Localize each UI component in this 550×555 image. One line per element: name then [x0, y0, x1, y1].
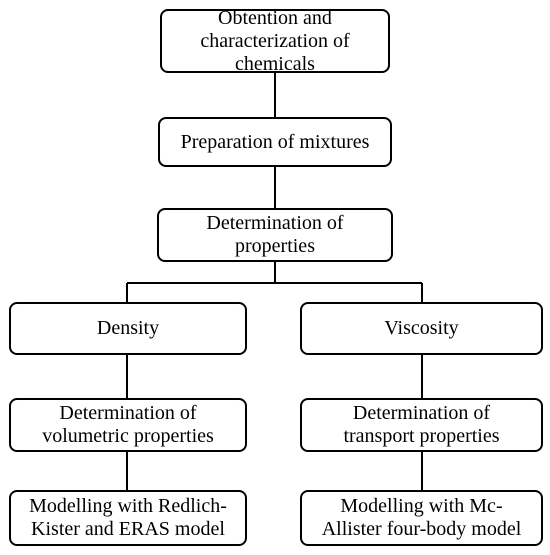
- node-preparation-label: Preparation of mixtures: [180, 130, 370, 153]
- node-mcallister-label: Modelling with Mc- Allister four-body mo…: [321, 495, 522, 540]
- node-viscosity-label: Viscosity: [384, 317, 459, 339]
- node-preparation-of-mixtures: Preparation of mixtures: [158, 117, 392, 167]
- node-volumetric-label: Determination of volumetric properties: [42, 402, 214, 447]
- node-transport-label: Determination of transport properties: [343, 402, 500, 447]
- node-determination-label: Determination of properties: [206, 212, 344, 257]
- node-volumetric-properties: Determination of volumetric properties: [9, 398, 247, 452]
- node-viscosity: Viscosity: [300, 302, 543, 355]
- node-redlich-label: Modelling with Redlich- Kister and ERAS …: [29, 495, 227, 540]
- node-transport-properties: Determination of transport properties: [300, 398, 543, 452]
- node-obtention-characterization: Obtention and characterization of chemic…: [160, 7, 390, 75]
- node-density-label: Density: [96, 317, 160, 339]
- node-obtention-label: Obtention and characterization of chemic…: [200, 7, 350, 75]
- node-redlich-kister-eras-model: Modelling with Redlich- Kister and ERAS …: [9, 490, 247, 546]
- node-mcallister-four-body-model: Modelling with Mc- Allister four-body mo…: [300, 490, 543, 546]
- node-determination-of-properties: Determination of properties: [157, 208, 393, 262]
- node-density: Density: [9, 302, 247, 355]
